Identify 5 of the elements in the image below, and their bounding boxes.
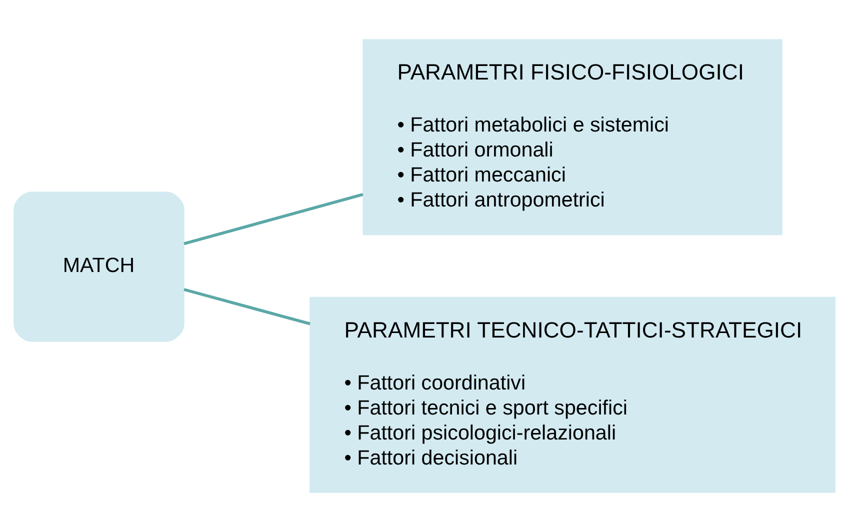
node-box: PARAMETRI TECNICO-TATTICI-STRATEGICI • Fattori coordinativi • Fattori tecnici e sport specifici • Fattori psicologici-relazionali • Fattori decisionali: [310, 296, 836, 492]
node-box: PARAMETRI FISICO-FISIOLOGICI • Fattori metabolici e sistemici • Fattori ormonali • Fattori meccanici • Fattori antropometrici: [362, 38, 782, 235]
node-box: MATCH: [14, 191, 184, 342]
connector: [184, 192, 364, 245]
connector: [184, 288, 310, 325]
